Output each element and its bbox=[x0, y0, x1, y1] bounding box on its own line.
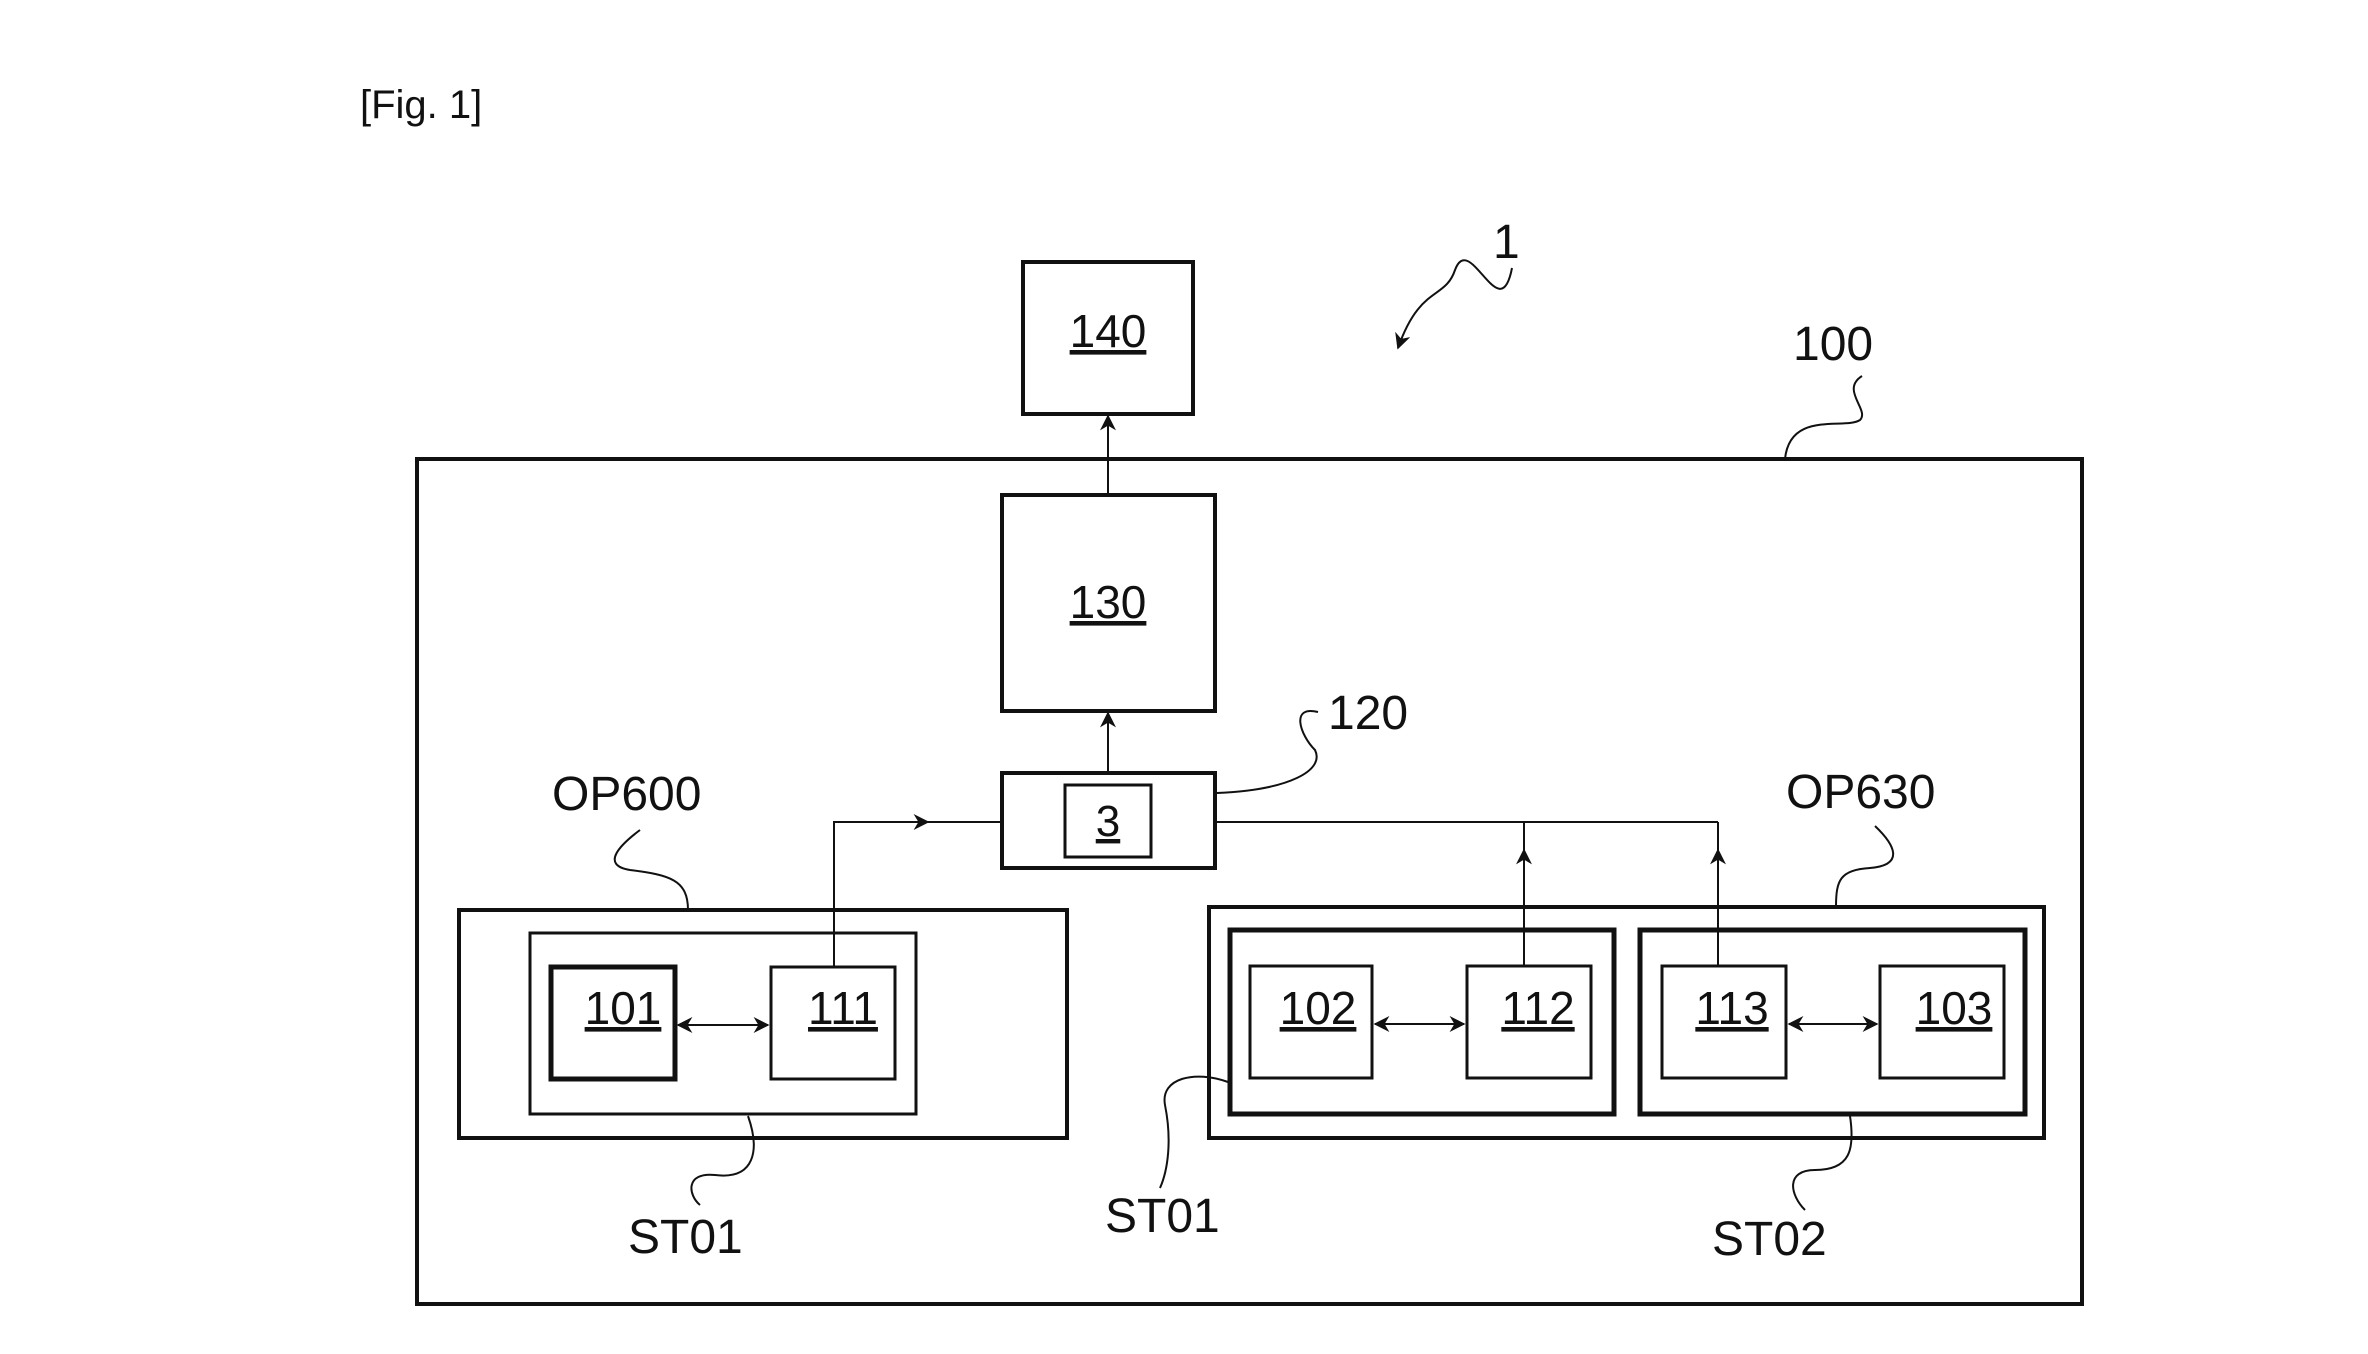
wire-111-to-hub bbox=[833, 814, 930, 967]
st01-mid-label: ST01 bbox=[1105, 1190, 1220, 1243]
box-112 bbox=[1465, 964, 1593, 1080]
st01-right-station bbox=[1227, 927, 1617, 1117]
box-113 bbox=[1660, 964, 1788, 1080]
box-103 bbox=[1878, 964, 2006, 1080]
box-140-label: 140 bbox=[1070, 305, 1147, 357]
op600-leader bbox=[613, 829, 689, 911]
st01-mid-leader bbox=[1159, 1075, 1229, 1189]
box-102 bbox=[1248, 964, 1374, 1080]
st02-leader bbox=[1792, 1115, 1853, 1211]
box-103-label: 103 bbox=[1916, 982, 1993, 1034]
hub-ref-leader bbox=[1216, 709, 1319, 794]
housing-ref-leader bbox=[1784, 375, 1863, 460]
op630-label: OP630 bbox=[1786, 766, 1935, 819]
op630-leader bbox=[1835, 825, 1895, 908]
st01-left-station bbox=[528, 931, 918, 1116]
st02-station bbox=[1637, 927, 2028, 1117]
hub-inner-label: 3 bbox=[1096, 797, 1120, 846]
st01-left-label: ST01 bbox=[628, 1211, 743, 1264]
box-111-label: 111 bbox=[808, 982, 878, 1034]
st01-left-leader bbox=[690, 1115, 755, 1206]
hub-ref-label: 120 bbox=[1328, 687, 1408, 740]
box-113-label: 113 bbox=[1695, 982, 1768, 1034]
system-ref-arrow bbox=[1395, 259, 1513, 350]
box-140 bbox=[1021, 260, 1195, 416]
op600-label: OP600 bbox=[552, 768, 701, 821]
op600-group bbox=[457, 908, 1069, 1140]
hub-inner-box-3 bbox=[1063, 783, 1153, 859]
box-130 bbox=[1000, 493, 1217, 713]
box-101-label: 101 bbox=[585, 982, 662, 1034]
st02-label: ST02 bbox=[1712, 1213, 1827, 1266]
figure-label: [Fig. 1] bbox=[360, 83, 482, 127]
hub-120 bbox=[1000, 771, 1217, 870]
box-102-label: 102 bbox=[1280, 982, 1357, 1034]
box-112-label: 112 bbox=[1501, 982, 1574, 1034]
op630-group bbox=[1207, 905, 2046, 1140]
box-130-label: 130 bbox=[1070, 576, 1147, 628]
housing-ref-label: 100 bbox=[1793, 318, 1873, 371]
housing-100 bbox=[415, 457, 2084, 1306]
box-101 bbox=[548, 964, 678, 1082]
system-ref-label: 1 bbox=[1493, 216, 1520, 269]
